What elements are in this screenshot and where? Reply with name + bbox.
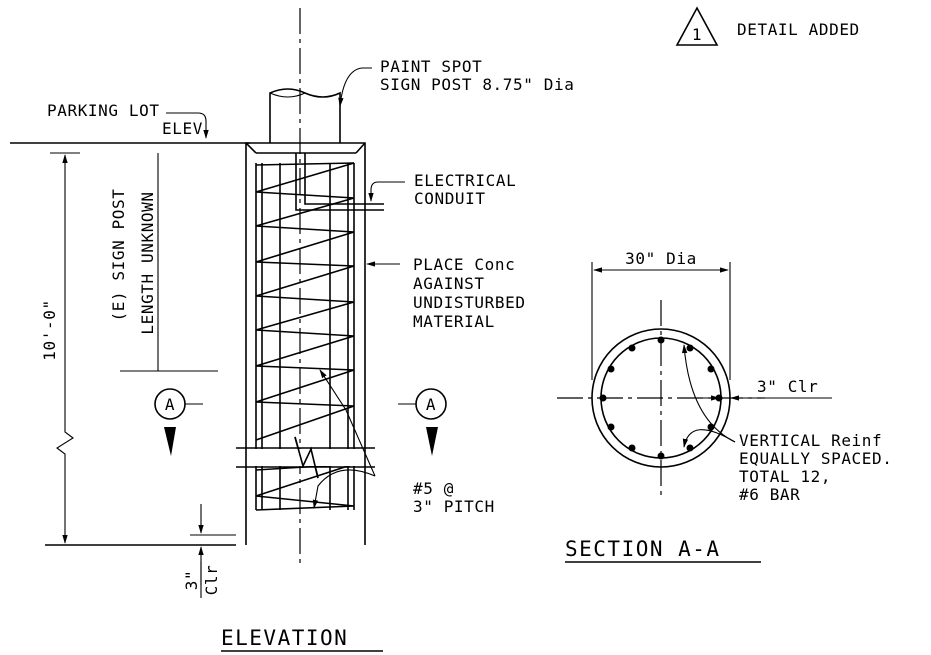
sign-post-base [295, 153, 350, 211]
parking-lot-leader [166, 112, 209, 139]
svg-text:A: A [165, 395, 175, 414]
section-outer-circle [591, 328, 731, 468]
conduit-leader [368, 181, 405, 202]
concrete-note-3: UNDISTURBED [413, 293, 526, 312]
concrete-note-1: PLACE Conc [413, 255, 515, 274]
elevation-title: ELEVATION [221, 626, 348, 650]
reinf-leader-down [682, 429, 736, 448]
clear-label: 3" Clr [757, 377, 818, 396]
section-view: 30" Dia 3" Clr VERTICAL Reinf EQUALLY SP… [557, 249, 893, 563]
reinf-label-1: VERTICAL Reinf [739, 431, 882, 450]
existing-post-label-2: LENGTH UNKNOWN [138, 191, 157, 334]
svg-text:A: A [426, 395, 436, 414]
revision-text: DETAIL ADDED [737, 20, 860, 39]
spiral-leader-up [319, 369, 376, 477]
reinf-label-2: EQUALLY SPACED. [739, 449, 893, 468]
section-marker-left: A [154, 388, 203, 456]
existing-post-label-1: (E) SIGN POST [109, 188, 128, 321]
revision-note: 1 DETAIL ADDED [675, 6, 860, 46]
revision-triangle [675, 6, 719, 46]
break-symbol-over [294, 436, 319, 479]
sign-post-label: SIGN POST 8.75" Dia [380, 75, 574, 94]
concrete-note-4: MATERIAL [413, 312, 495, 331]
paint-spot-label: PAINT SPOT [380, 57, 482, 76]
section-title: SECTION A-A [565, 537, 721, 561]
diameter-label: 30" Dia [625, 249, 697, 268]
electrical-conduit [350, 203, 384, 211]
reinf-label-3: TOTAL 12, [739, 467, 831, 486]
break-gap-mask [247, 449, 364, 466]
foundation-bevel [245, 142, 366, 154]
reinf-label-4: #6 BAR [739, 485, 800, 504]
parking-lot-elev-label: ELEV [162, 119, 203, 138]
spiral-label-2: 3" PITCH [413, 497, 495, 516]
paint-spot-leader [338, 67, 372, 107]
conduit-label-2: CONDUIT [414, 189, 486, 208]
elevation-view: PARKING LOT ELEV [10, 8, 574, 652]
spiral-label-1: #5 @ [413, 479, 454, 498]
bottom-clear-value: 3" [182, 570, 201, 590]
sign-post-break-arc [269, 92, 306, 98]
concrete-note-2: AGAINST [413, 274, 485, 293]
depth-dim-line [56, 154, 74, 544]
sign-post [269, 88, 341, 143]
bottom-clear-label: Clr [202, 565, 221, 596]
revision-number: 1 [692, 25, 702, 44]
section-marker-right: A [398, 388, 447, 456]
spiral-leader-down [312, 469, 376, 509]
depth-dimension: 10'-0" [40, 299, 59, 360]
parking-lot-label: PARKING LOT [47, 101, 160, 120]
foundation-outline-top [245, 142, 366, 545]
conduit-label: ELECTRICAL [414, 171, 516, 190]
